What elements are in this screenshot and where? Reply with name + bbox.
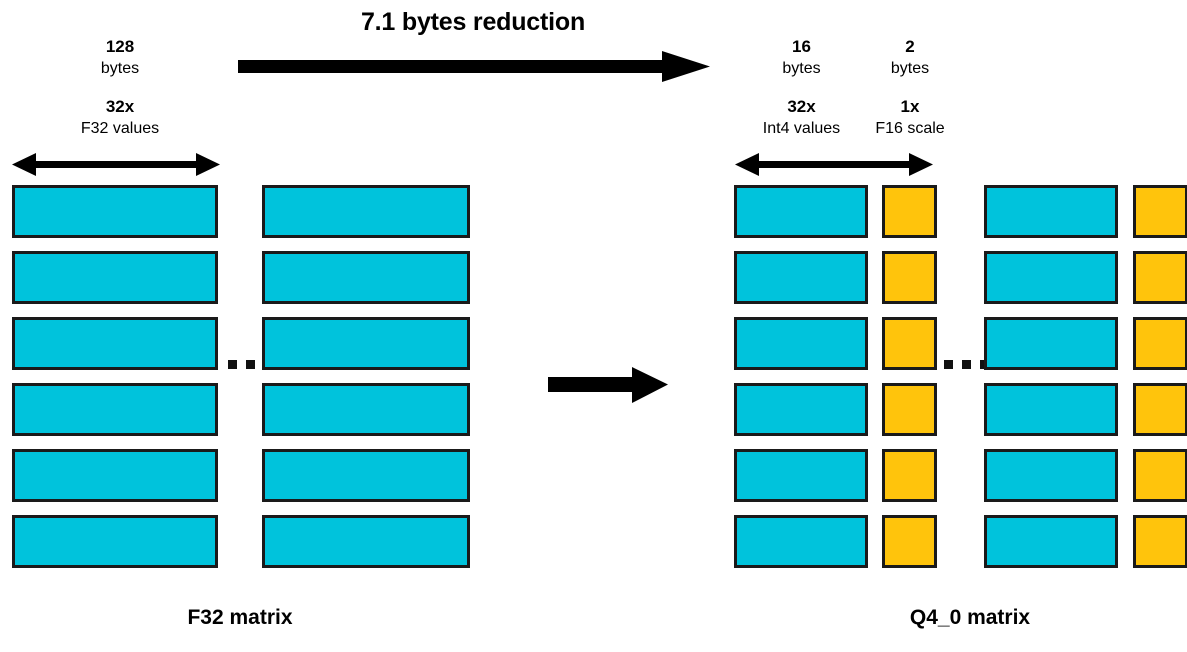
left-dimension-arrow-icon bbox=[12, 152, 220, 178]
right-scale-size-unit: bytes bbox=[890, 60, 930, 78]
right-values-size-label: 16 bytes bbox=[735, 36, 868, 80]
right-scale-block-g2-r6 bbox=[1133, 515, 1187, 568]
diagram-title: 7.1 bytes reduction bbox=[360, 8, 586, 36]
left-block-c1-r4 bbox=[12, 383, 218, 436]
left-size-value: 128 bbox=[105, 37, 135, 56]
right-values-block-g1-r3 bbox=[734, 317, 868, 370]
right-values-block-g2-r5 bbox=[984, 449, 1118, 502]
right-scale-content-count: 1x bbox=[900, 97, 920, 116]
left-block-c2-r1 bbox=[262, 185, 470, 238]
left-block-c1-r1 bbox=[12, 185, 218, 238]
right-scale-block-g1-r1 bbox=[882, 185, 937, 238]
right-scale-block-g1-r2 bbox=[882, 251, 937, 304]
right-scale-content-kind: F16 scale bbox=[875, 120, 945, 138]
left-block-c2-r2 bbox=[262, 251, 470, 304]
left-block-c2-r5 bbox=[262, 449, 470, 502]
left-block-c1-r5 bbox=[12, 449, 218, 502]
right-scale-size-value: 2 bbox=[905, 37, 915, 56]
right-values-content-kind: Int4 values bbox=[762, 120, 841, 138]
left-block-c2-r3 bbox=[262, 317, 470, 370]
transform-arrow-right-icon bbox=[548, 365, 668, 405]
right-values-content-label: 32x Int4 values bbox=[735, 96, 868, 140]
left-block-c1-r6 bbox=[12, 515, 218, 568]
left-content-label: 32x F32 values bbox=[40, 96, 200, 140]
right-values-content-count: 32x bbox=[787, 97, 816, 116]
right-values-block-g2-r2 bbox=[984, 251, 1118, 304]
right-scale-block-g1-r3 bbox=[882, 317, 937, 370]
right-scale-block-g2-r5 bbox=[1133, 449, 1187, 502]
right-scale-block-g1-r4 bbox=[882, 383, 937, 436]
left-block-c2-r6 bbox=[262, 515, 470, 568]
right-values-block-g2-r1 bbox=[984, 185, 1118, 238]
right-scale-block-g2-r1 bbox=[1133, 185, 1187, 238]
right-values-block-g1-r5 bbox=[734, 449, 868, 502]
right-values-block-g1-r1 bbox=[734, 185, 868, 238]
left-block-c1-r3 bbox=[12, 317, 218, 370]
right-values-size-value: 16 bbox=[792, 37, 811, 56]
right-values-block-g2-r4 bbox=[984, 383, 1118, 436]
right-values-size-unit: bytes bbox=[782, 60, 821, 78]
right-scale-block-g1-r6 bbox=[882, 515, 937, 568]
right-scale-block-g2-r2 bbox=[1133, 251, 1187, 304]
right-scale-block-g2-r3 bbox=[1133, 317, 1187, 370]
right-dimension-arrow-icon bbox=[735, 152, 933, 178]
right-scale-block-g2-r4 bbox=[1133, 383, 1187, 436]
left-content-kind: F32 values bbox=[80, 120, 160, 138]
left-size-unit: bytes bbox=[100, 60, 140, 78]
right-scale-block-g1-r5 bbox=[882, 449, 937, 502]
right-scale-size-label: 2 bytes bbox=[850, 36, 970, 80]
left-block-c1-r2 bbox=[12, 251, 218, 304]
right-values-block-g2-r3 bbox=[984, 317, 1118, 370]
reduction-arrow-right-icon bbox=[238, 50, 710, 84]
left-matrix-caption: F32 matrix bbox=[187, 606, 293, 629]
right-matrix-ellipsis bbox=[944, 360, 989, 369]
right-values-block-g1-r6 bbox=[734, 515, 868, 568]
right-scale-content-label: 1x F16 scale bbox=[850, 96, 970, 140]
right-matrix-caption: Q4_0 matrix bbox=[909, 606, 1031, 629]
right-values-block-g1-r4 bbox=[734, 383, 868, 436]
left-size-label: 128 bytes bbox=[40, 36, 200, 80]
right-values-block-g1-r2 bbox=[734, 251, 868, 304]
left-block-c2-r4 bbox=[262, 383, 470, 436]
left-content-count: 32x bbox=[105, 97, 135, 116]
right-values-block-g2-r6 bbox=[984, 515, 1118, 568]
